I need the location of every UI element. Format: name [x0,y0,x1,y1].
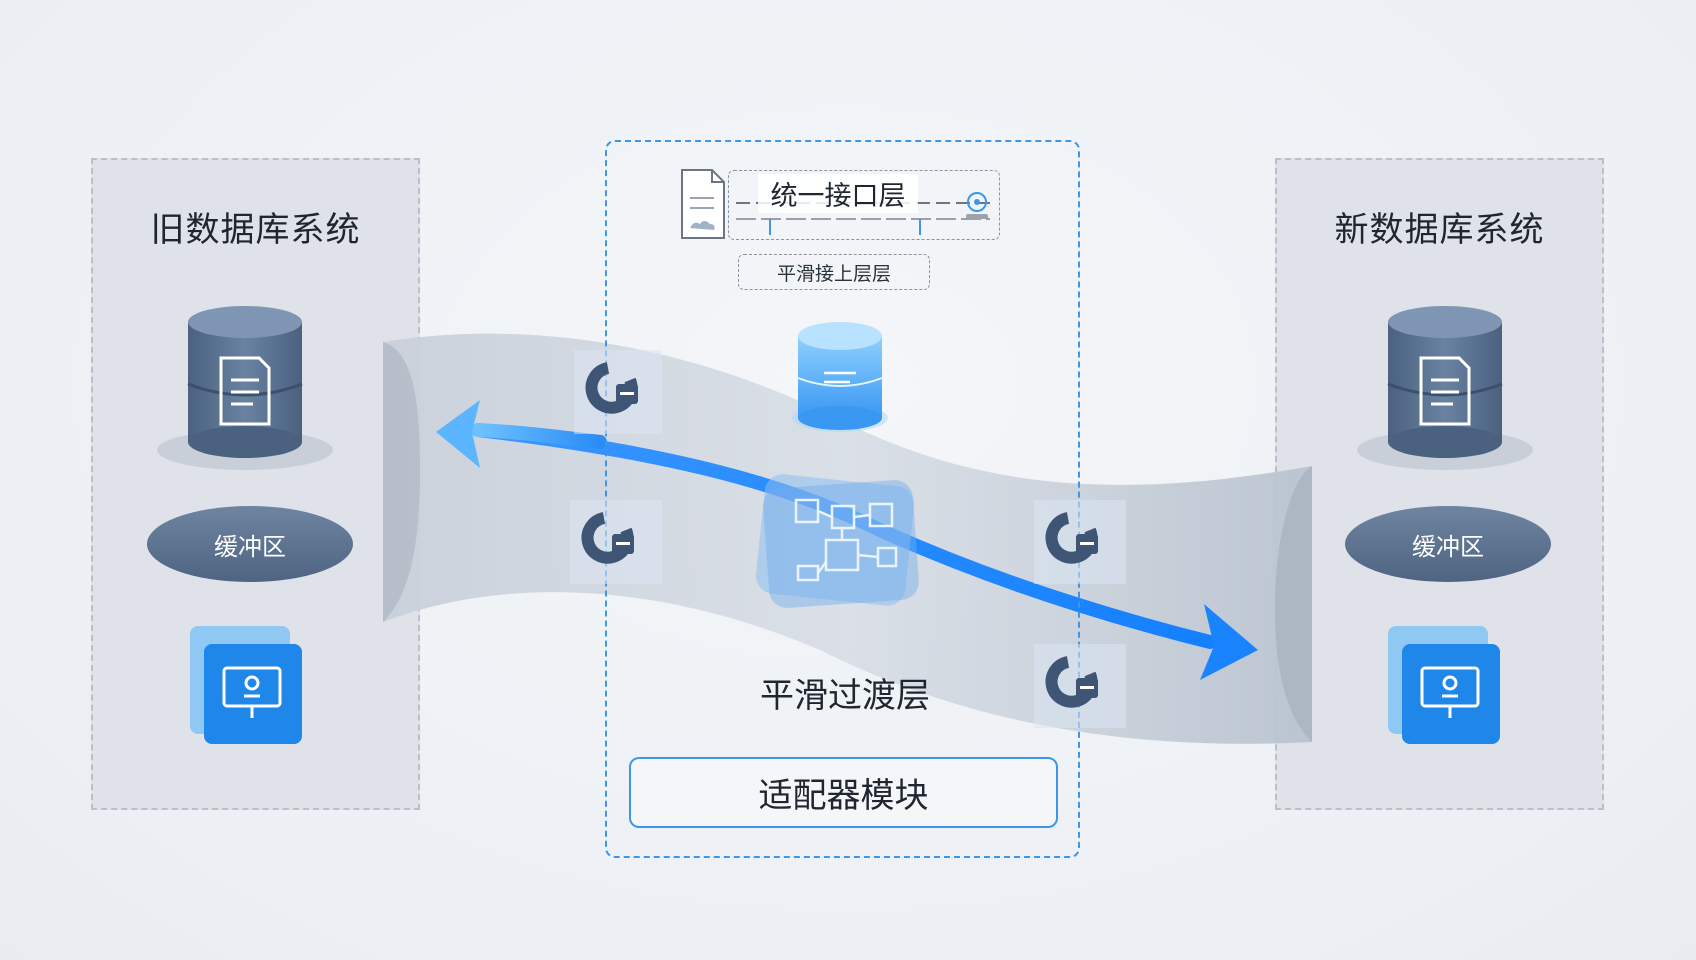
interface-layer-label: 统一接口层 [758,174,918,213]
interface-layer-box [728,170,1000,240]
connector-icon [574,350,662,434]
adapter-module-box: 适配器模块 [629,757,1058,828]
connector-icon [570,500,662,584]
right-arrowhead [1200,604,1258,680]
upper-sub-box: 平滑接上层层 [738,254,930,290]
document-icon [219,356,271,426]
transition-panel [605,140,1080,858]
connector-icon [1034,644,1126,728]
transition-layer-label: 平滑过渡层 [760,676,930,716]
old-db-title: 旧数据库系统 [150,210,361,250]
connector-icon [1034,500,1126,584]
old-buffer: 缓冲区 [147,506,353,582]
monitor-icon [190,626,302,744]
cloud-gear-icon [966,192,988,219]
center-database-icon [792,322,888,432]
database-icon [1357,306,1533,470]
database-icon [157,306,333,470]
new-db-title: 新数据库系统 [1334,210,1545,250]
new-buffer: 缓冲区 [1345,506,1551,582]
circuit-icon [755,474,919,608]
file-icon [681,169,725,239]
adapter-module-label: 适配器模块 [758,776,929,816]
upper-sub-label: 平滑接上层层 [776,262,891,285]
left-arrowhead [436,400,480,468]
document-icon [1419,356,1471,426]
monitor-icon [1388,626,1500,744]
